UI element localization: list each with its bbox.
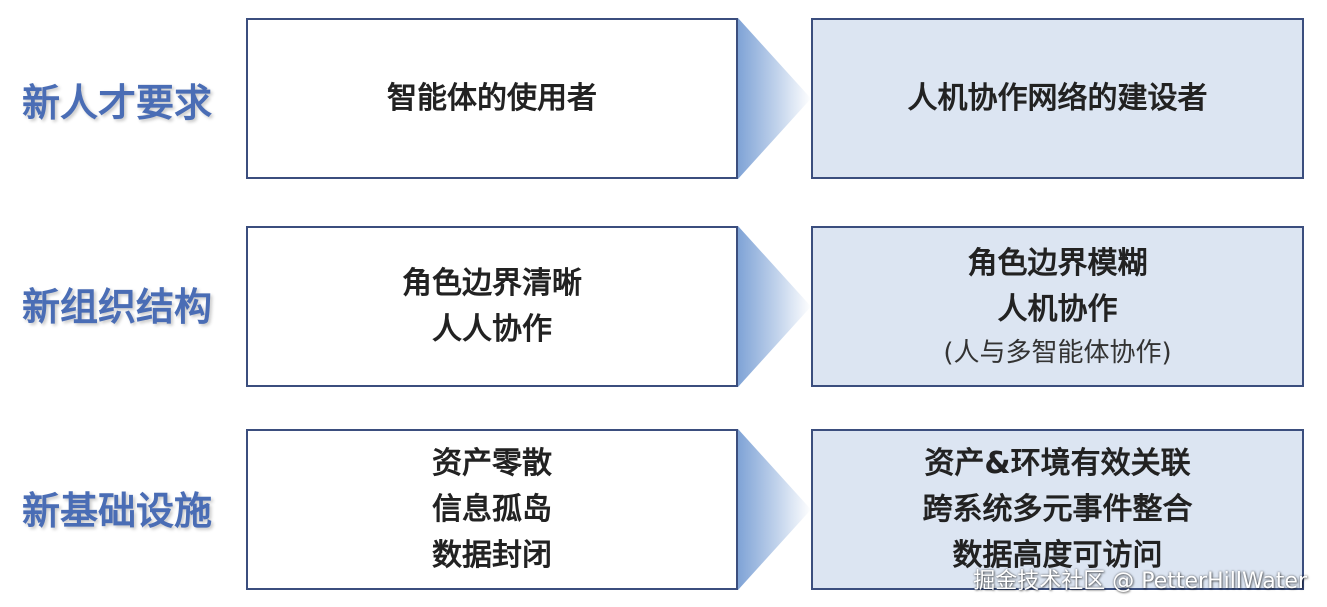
- box-current-infrastructure: 资产零散 信息孤岛 数据封闭: [246, 429, 738, 590]
- box-future-talent: 人机协作网络的建设者: [811, 18, 1304, 179]
- text-line: 角色边界模糊: [967, 245, 1148, 281]
- text-line: 人机协作网络的建设者: [907, 80, 1208, 116]
- text-line: 数据封闭: [432, 537, 552, 573]
- row-label-organization: 新组织结构: [22, 285, 213, 329]
- row-label-talent: 新人才要求: [22, 81, 213, 125]
- box-future-organization: 角色边界模糊 人机协作 (人与多智能体协作): [811, 226, 1304, 387]
- box-current-organization: 角色边界清晰 人人协作: [246, 226, 738, 387]
- text-line: 人人协作: [432, 311, 552, 347]
- text-line: 智能体的使用者: [387, 80, 597, 116]
- transition-arrow: [738, 429, 811, 590]
- text-line: 信息孤岛: [432, 491, 552, 527]
- row-label-infrastructure: 新基础设施: [22, 489, 213, 533]
- text-line: 资产零散: [432, 445, 552, 481]
- box-future-infrastructure: 资产&环境有效关联 跨系统多元事件整合 数据高度可访问: [811, 429, 1304, 590]
- text-line: 角色边界清晰: [402, 265, 582, 301]
- text-line: 人机协作: [997, 291, 1118, 327]
- box-current-talent: 智能体的使用者: [246, 18, 738, 179]
- text-note: (人与多智能体协作): [943, 337, 1172, 368]
- transition-arrow: [738, 226, 811, 387]
- text-line: 数据高度可访问: [952, 537, 1163, 573]
- text-line: 资产&环境有效关联: [924, 445, 1191, 481]
- watermark: 掘金技术社区 @ PetterHillWater: [973, 569, 1307, 594]
- transition-arrow: [738, 18, 811, 179]
- text-line: 跨系统多元事件整合: [922, 491, 1193, 527]
